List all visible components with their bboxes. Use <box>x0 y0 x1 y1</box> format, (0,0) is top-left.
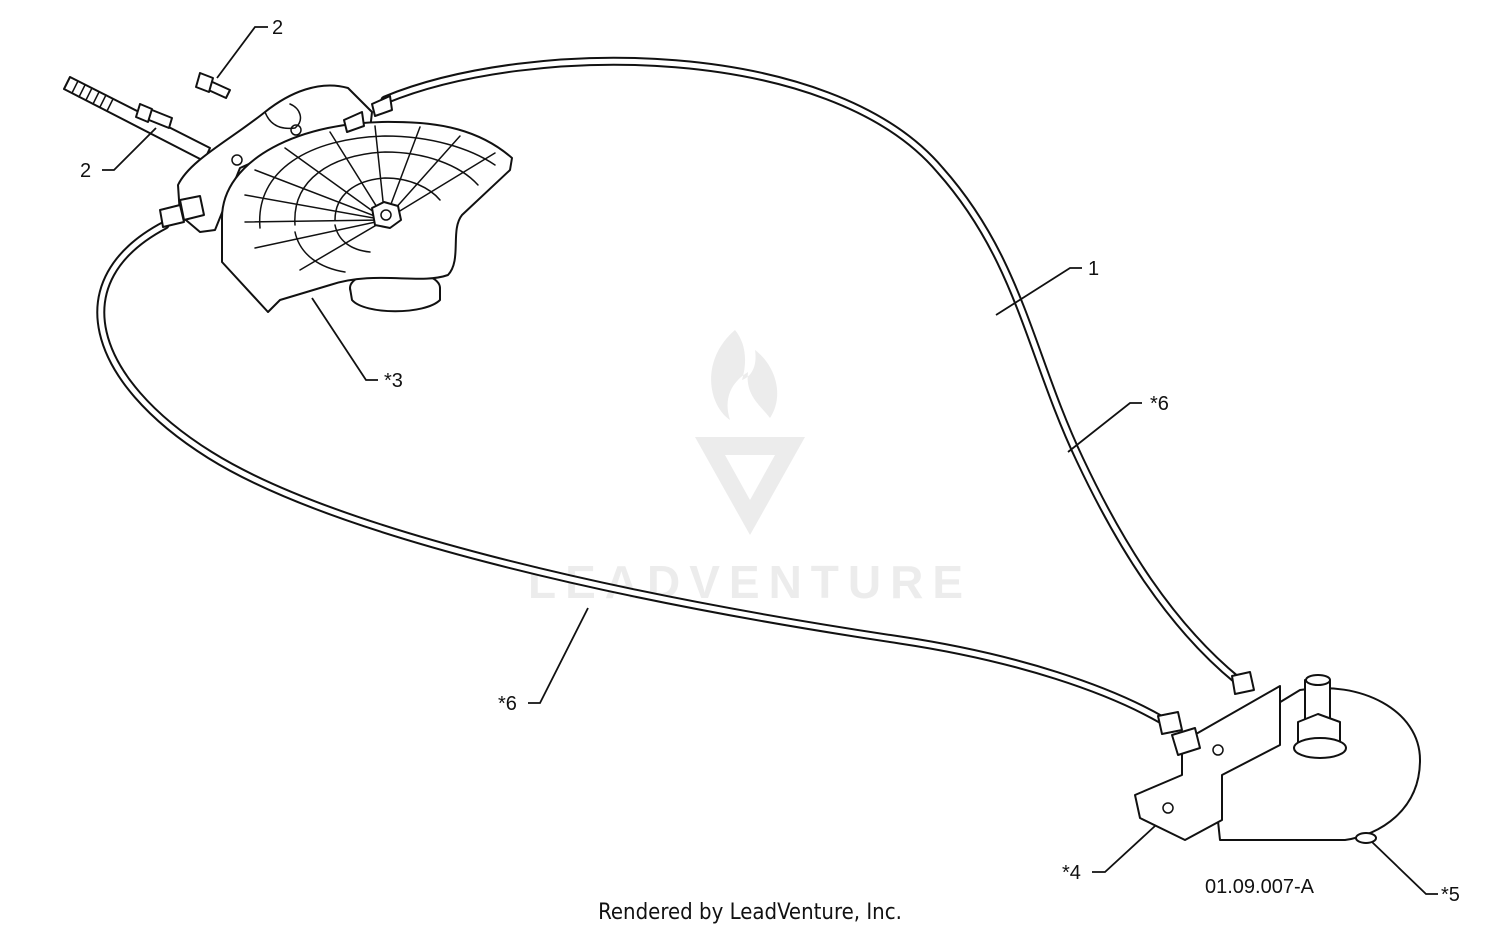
angle-bracket <box>1134 685 1281 841</box>
fitting-cable-6 <box>1157 711 1183 735</box>
callout-2-left: 2 <box>80 160 91 182</box>
drawing-number: 01.09.007-A <box>1205 876 1315 898</box>
leader-3 <box>311 297 378 381</box>
shaft-body <box>63 76 211 162</box>
leader-2-top <box>216 26 268 79</box>
watermark: LEADVENTURE <box>528 330 963 608</box>
callout-6-left: *6 <box>498 693 517 715</box>
watermark-v-icon <box>695 437 805 535</box>
callout-1: 1 <box>1088 258 1099 280</box>
leader-1 <box>995 267 1082 316</box>
fitting-left <box>159 204 185 228</box>
render-credit: Rendered by LeadVenture, Inc. <box>598 900 902 925</box>
bolt-left <box>135 103 173 129</box>
shift-control-assembly <box>159 84 513 313</box>
leader-6-left <box>528 607 589 704</box>
lower-bracket-assembly <box>1134 671 1421 844</box>
shaft-threads <box>71 80 114 112</box>
fitting-top <box>371 95 393 117</box>
leader-4 <box>1092 825 1156 873</box>
leader-lines <box>102 26 1438 895</box>
quadrant-arcs <box>259 135 496 273</box>
pulley-hub <box>1355 832 1377 844</box>
cable-assembly <box>96 56 1242 725</box>
leader-5 <box>1371 841 1438 895</box>
center-nut <box>371 201 402 229</box>
watermark-flame-icon <box>711 330 778 420</box>
leader-2-left <box>102 127 157 171</box>
callout-5: *5 <box>1441 884 1460 906</box>
callout-3: *3 <box>384 370 403 392</box>
cable-6-inner <box>98 222 1165 723</box>
callout-labels: 2 2 1 *3 *6 *6 *4 *5 <box>80 17 1460 906</box>
callout-6-right: *6 <box>1150 393 1169 415</box>
bolt-top <box>195 72 231 99</box>
fitting-cable-1 <box>1231 671 1255 695</box>
callout-4: *4 <box>1062 862 1081 884</box>
pulley-washer <box>1293 737 1347 759</box>
shift-shaft <box>63 76 211 162</box>
leader-6-right <box>1067 402 1142 453</box>
cable-1-inner <box>382 58 1240 683</box>
callout-2-top: 2 <box>272 17 283 39</box>
